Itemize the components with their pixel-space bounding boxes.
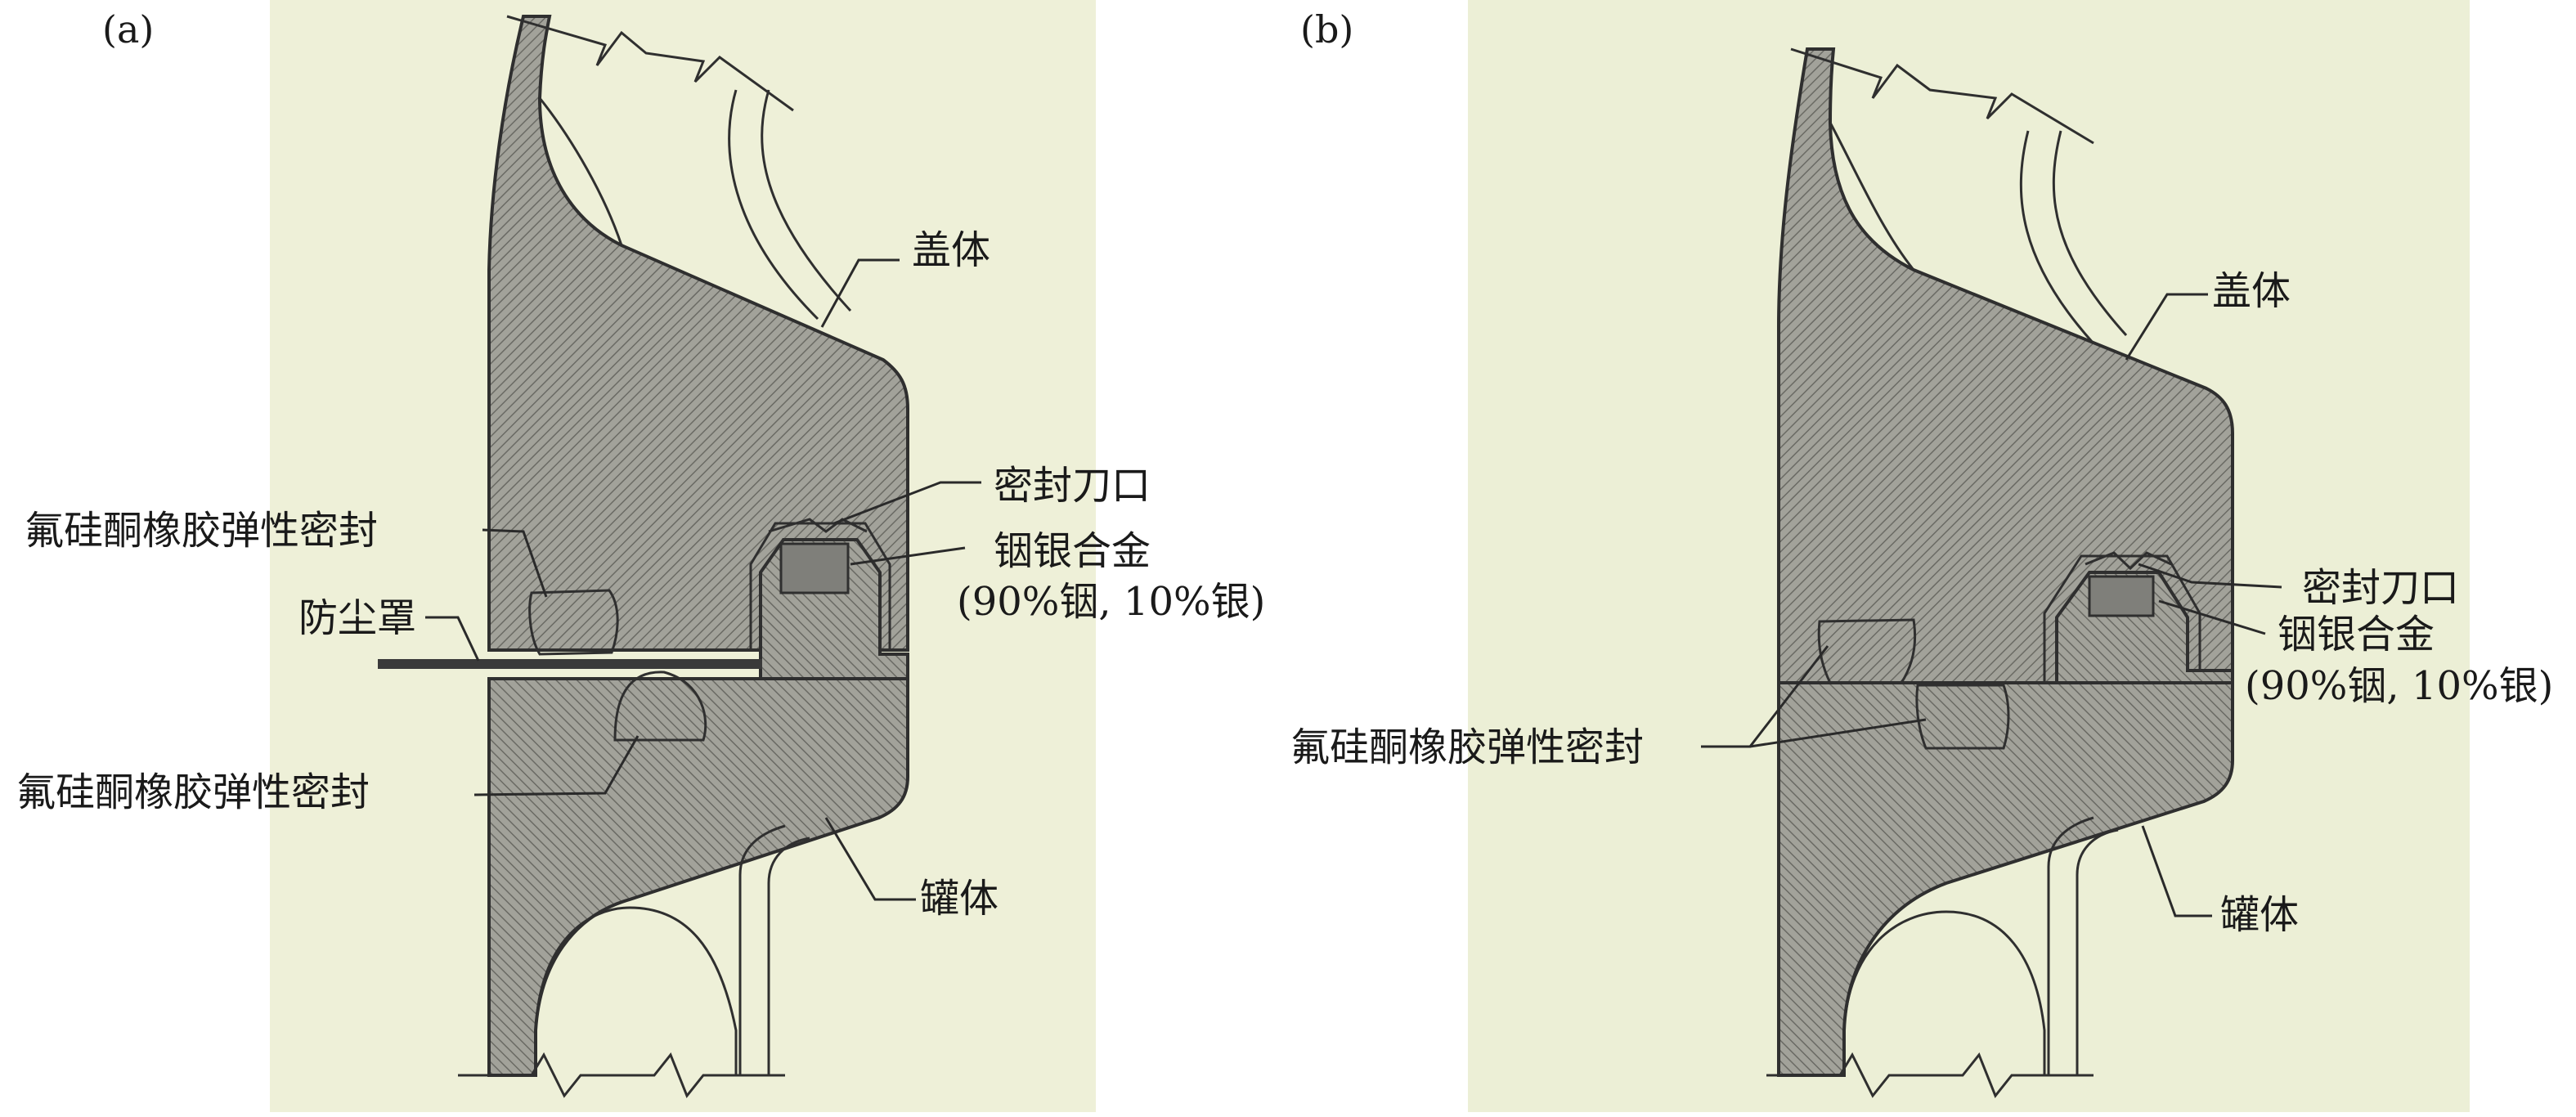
panel-a-break-top: [506, 15, 794, 112]
panel-a-lead-can: [824, 817, 916, 901]
panel-b: (b) 盖体 密封刀口 铟银合金 (90%铟, 10%银) 氟硅酮橡胶弹性密封 …: [1290, 0, 2553, 1112]
panel-b-seal-lower: [1915, 684, 2010, 750]
panel-a-tag: (a): [102, 7, 154, 52]
panel-a-label-seal-top: 氟硅酮橡胶弹性密封: [25, 508, 378, 554]
panel-a: (a) 盖体 氟硅酮橡胶弹性密封 防尘罩 氟硅酮橡胶弹性密封 密封刀口 铟银合金…: [16, 0, 1265, 1112]
panel-a-label-lid: 盖体: [912, 227, 990, 273]
panel-b-label-can: 罐体: [2220, 892, 2299, 938]
panel-b-break-top: [1790, 47, 2094, 145]
panel-a-seal-upper: [528, 589, 619, 656]
panel-a-label-alloy-2: (90%铟, 10%银): [957, 579, 1265, 625]
panel-b-upper-arch: [1829, 122, 1915, 271]
panel-b-tag: (b): [1300, 7, 1353, 52]
panel-a-label-knife-edge: 密封刀口: [994, 463, 1151, 509]
panel-b-label-alloy-1: 铟银合金: [2278, 612, 2435, 657]
panel-a-upper-curve2: [761, 89, 852, 312]
panel-a-lead-seal-bottom: [473, 735, 640, 796]
panel-a-lead-alloy: [850, 546, 966, 566]
panel-b-lead-seal-b: [1701, 718, 1927, 748]
panel-a-upper-curve: [728, 89, 819, 321]
panel-b-lid: [1777, 47, 2234, 684]
panel-b-break-bottom: [1766, 1052, 2094, 1098]
panel-a-lid: [487, 15, 909, 652]
panel-b-lower-legs: [2047, 816, 2119, 1075]
panel-a-lead-seal-top: [482, 528, 548, 598]
panel-b-label-lid: 盖体: [2212, 268, 2291, 314]
panel-a-label-alloy-1: 铟银合金: [994, 528, 1151, 574]
panel-b-label-seal: 氟硅酮橡胶弹性密封: [1290, 724, 1644, 770]
panel-b-lead-alloy: [2158, 599, 2266, 635]
panel-a-seal-lower: [613, 671, 707, 742]
panel-b-lead-knife: [2138, 563, 2282, 589]
panel-b-lead-can: [2141, 825, 2212, 917]
panel-b-lower-arch: [1842, 910, 2046, 1075]
panel-b-label-knife-edge: 密封刀口: [2302, 565, 2459, 611]
panel-b-seal-upper: [1817, 618, 1917, 684]
panel-b-alloy-block: [2088, 575, 2155, 617]
panel-b-label-alloy-2: (90%铟, 10%银): [2245, 663, 2553, 709]
panel-a-alloy-block: [779, 542, 850, 594]
panel-a-knife-edge: [768, 518, 868, 533]
panel-a-break-bottom: [458, 1052, 785, 1098]
panel-a-dust-cover: [378, 659, 762, 669]
panel-a-upper-arch: [538, 97, 623, 246]
panel-a-lead-knife: [833, 481, 981, 525]
panel-a-lower-legs: [738, 824, 810, 1075]
panel-b-upper-curve: [2019, 130, 2095, 345]
panel-b-knife-edge: [2085, 551, 2172, 571]
panel-a-label-seal-bottom: 氟硅酮橡胶弹性密封: [16, 769, 370, 815]
panel-b-upper-curve2: [2052, 130, 2128, 337]
panel-a-label-can: 罐体: [920, 876, 999, 922]
panel-b-lead-lid: [2125, 293, 2208, 361]
panel-a-label-dust-cover: 防尘罩: [298, 595, 416, 641]
panel-a-lead-dust: [425, 616, 480, 662]
panel-a-lower-arch: [534, 906, 738, 1075]
panel-a-lead-lid: [820, 258, 900, 328]
panel-a-lid-recess: [749, 522, 891, 652]
